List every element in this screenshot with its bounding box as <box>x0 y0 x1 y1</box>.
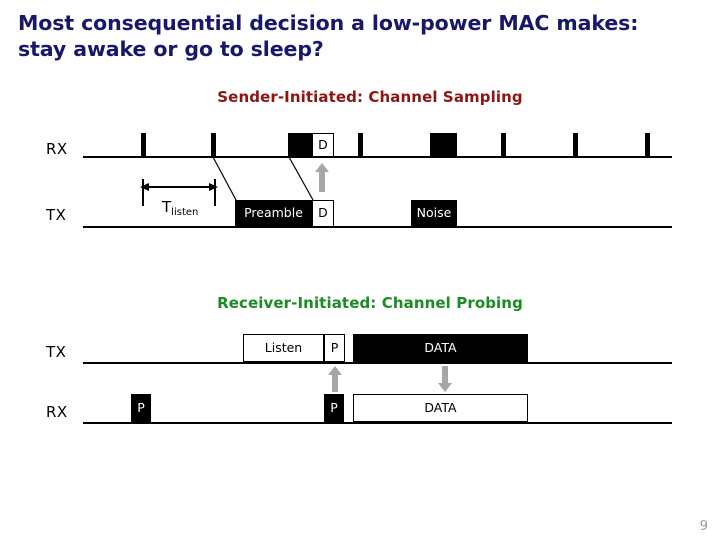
page-number: 9 <box>699 519 708 534</box>
receiver-rx-row-label: RX <box>46 403 68 421</box>
receiver-probe-uplink-arrow-icon <box>328 366 342 392</box>
receiver-data-downlink-arrow-icon <box>438 366 452 392</box>
tlisten-label-main: T <box>162 198 172 216</box>
sender-initiated-heading: Sender-Initiated: Channel Sampling <box>217 88 523 106</box>
sender-rx-ack-preamble-block <box>288 133 312 157</box>
receiver-rx-timeline <box>83 422 672 424</box>
sender-rx-timeline <box>83 156 672 158</box>
page-title: Most consequential decision a low-power … <box>18 11 639 61</box>
sender-rx-tick-1 <box>141 133 146 156</box>
tlisten-label: Tlisten <box>162 198 199 218</box>
receiver-tx-timeline <box>83 362 672 364</box>
receiver-tx-probe-block: P <box>324 334 345 362</box>
sender-rx-noise-echo-block <box>430 133 457 157</box>
sender-rx-tick-4 <box>501 133 506 156</box>
receiver-initiated-heading: Receiver-Initiated: Channel Probing <box>217 294 523 312</box>
sender-uplink-arrow-icon <box>315 163 329 192</box>
sender-tx-preamble-block: Preamble <box>235 200 312 227</box>
receiver-rx-probe-first-block: P <box>131 394 151 422</box>
sender-tx-row-label: TX <box>46 206 67 224</box>
sender-rx-row-label: RX <box>46 140 68 158</box>
sender-tx-noise-block: Noise <box>411 200 457 227</box>
receiver-rx-probe-second-block: P <box>324 394 344 422</box>
tlisten-label-sub: listen <box>171 207 199 218</box>
tlisten-double-arrow-icon <box>140 183 218 191</box>
sender-tx-timeline <box>83 226 672 228</box>
sender-rx-ack-data-block: D <box>312 133 334 157</box>
tlisten-left-cap <box>142 179 144 206</box>
sender-rx-tick-5 <box>573 133 578 156</box>
receiver-tx-listen-block: Listen <box>243 334 324 362</box>
sender-rx-tick-6 <box>645 133 650 156</box>
sender-rx-tick-3 <box>358 133 363 156</box>
tlisten-right-cap <box>214 179 216 206</box>
receiver-tx-data-block: DATA <box>353 334 528 362</box>
sender-rx-tick-2 <box>211 133 216 156</box>
receiver-rx-data-block: DATA <box>353 394 528 422</box>
sender-tx-data-block: D <box>312 200 334 227</box>
receiver-tx-row-label: TX <box>46 343 67 361</box>
